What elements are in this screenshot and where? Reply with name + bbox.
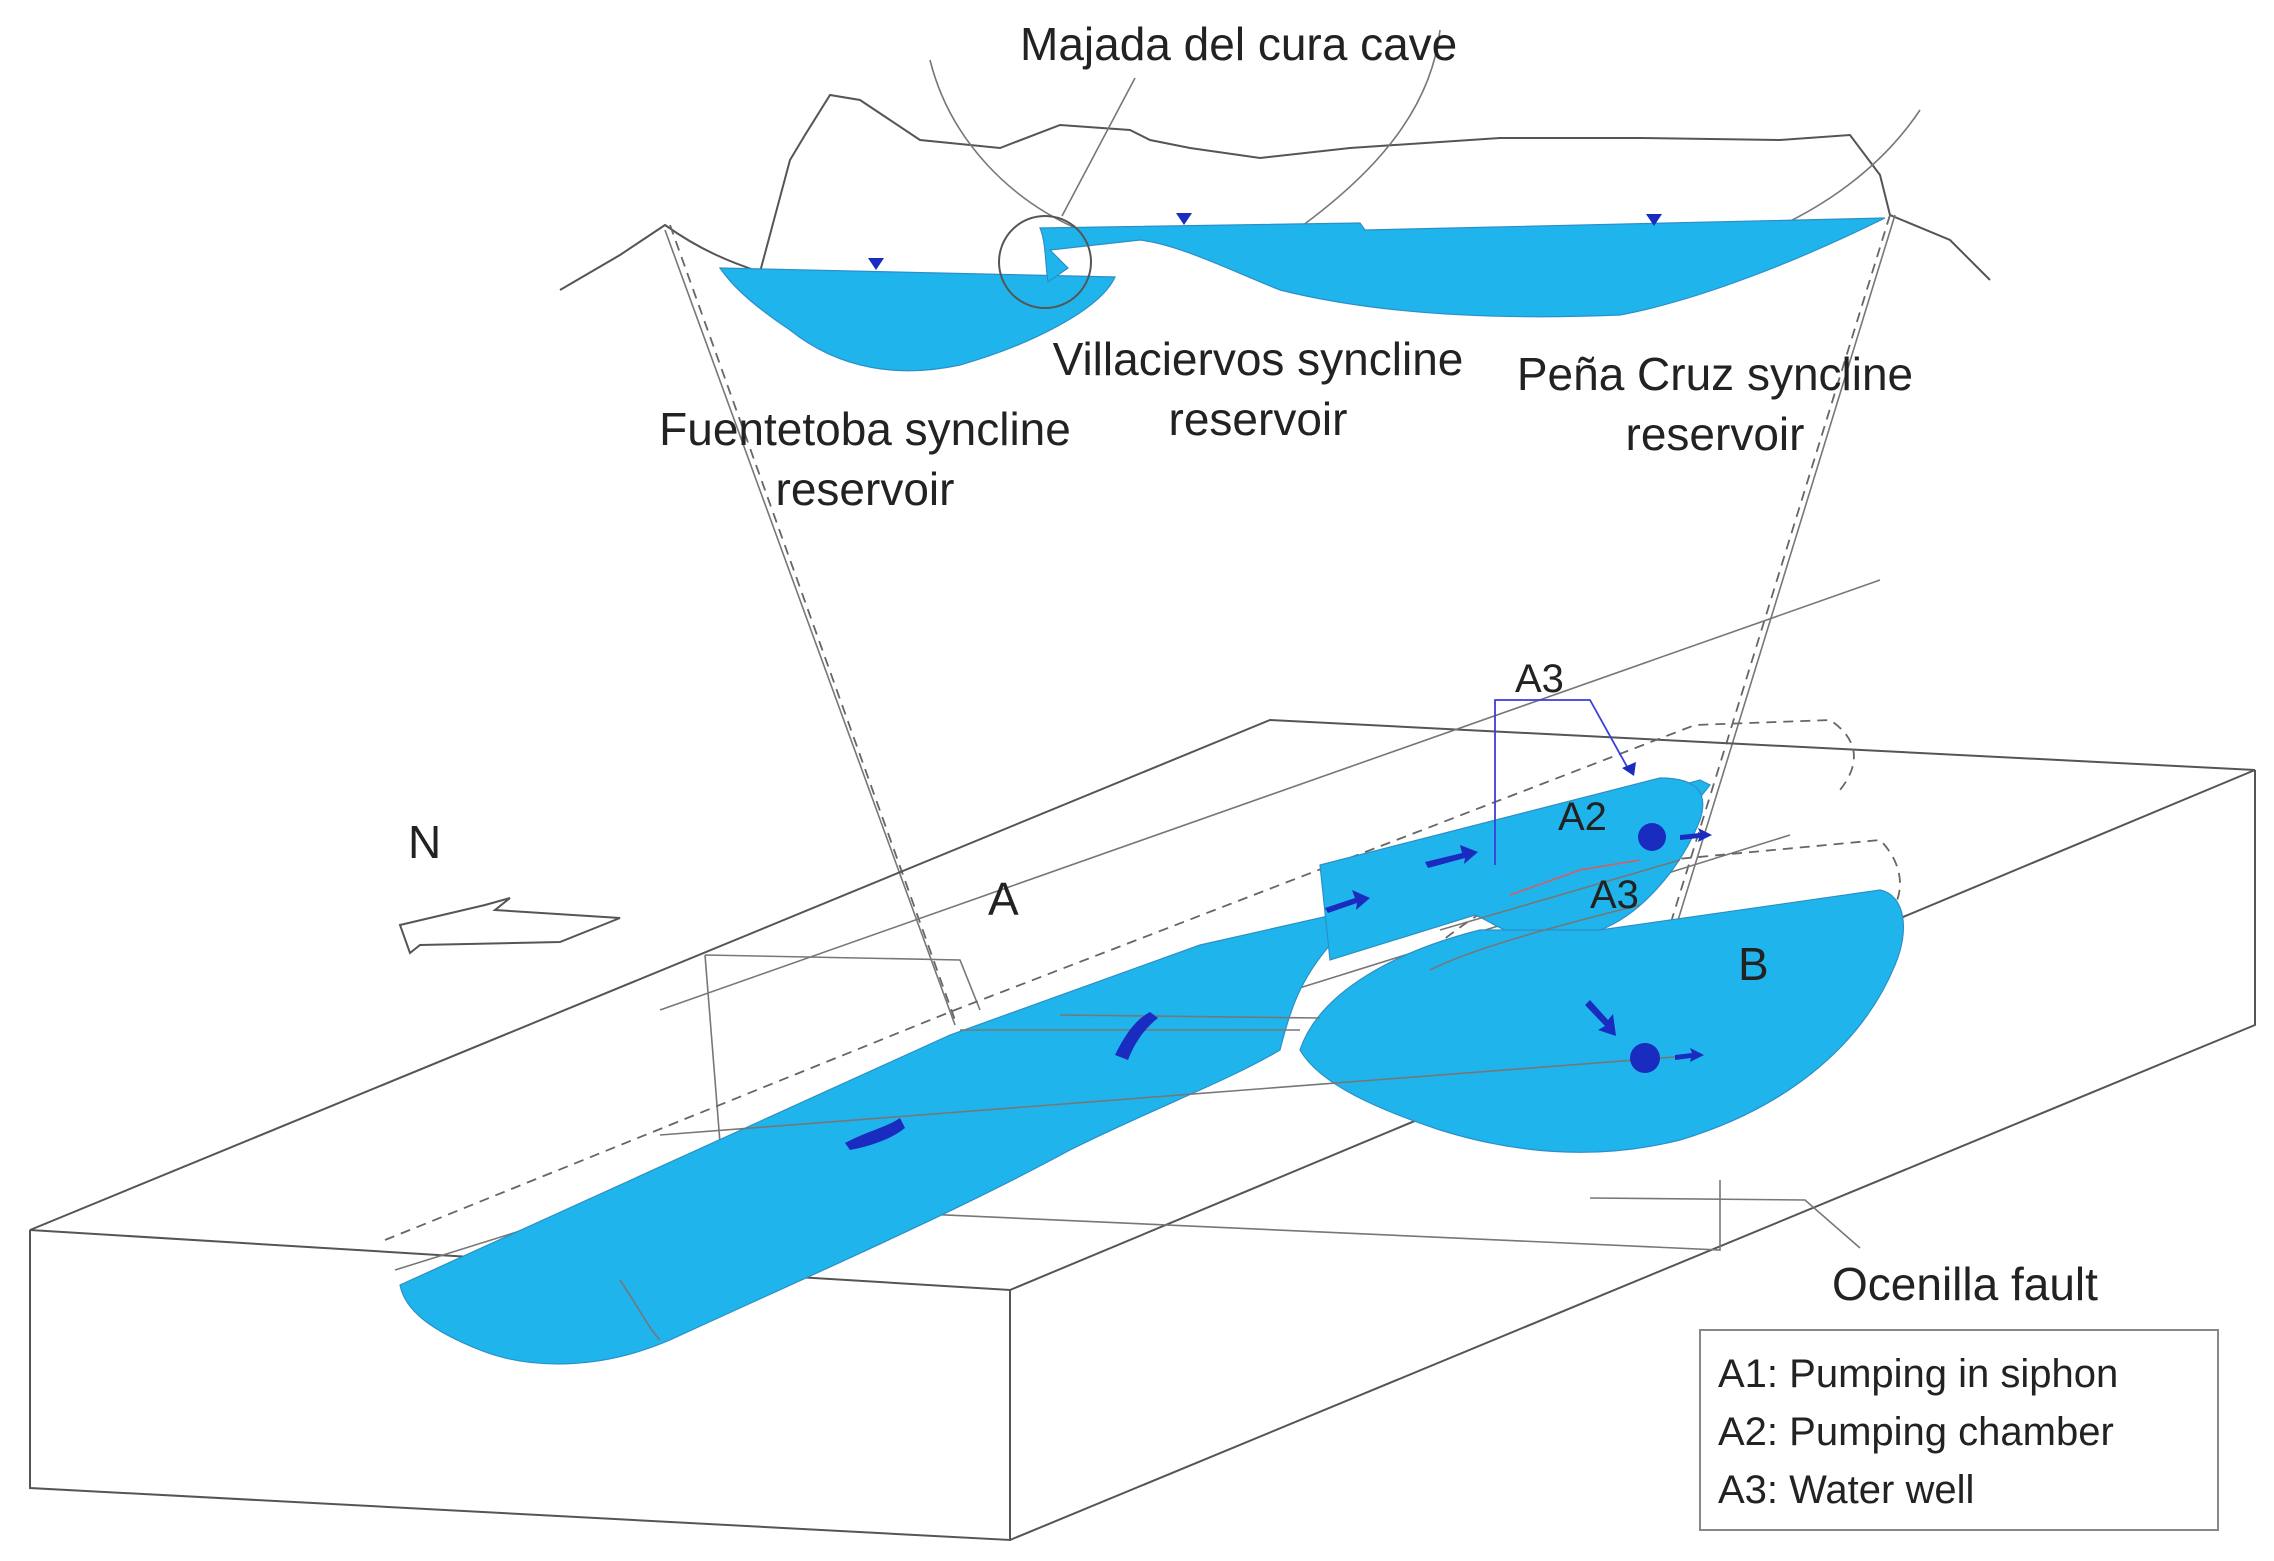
- legend-box: [1699, 1329, 2219, 1531]
- block-front-face: [29, 1230, 1011, 1542]
- a3-top-label: A3: [1515, 657, 1564, 701]
- flow-arrow: [1675, 1048, 1704, 1062]
- a2-mark-label: A2: [1558, 795, 1607, 839]
- flow-arrow: [1585, 1000, 1616, 1036]
- villaciervos-penacruz-reservoir: [1039, 217, 1886, 318]
- water-table-marker: [868, 258, 884, 270]
- terrain-arc-far: [1759, 109, 1921, 236]
- water-well-upper: [1638, 823, 1666, 851]
- villaciervos-label-line1: Villaciervos syncline: [1053, 333, 1464, 385]
- flow-arrow: [845, 1118, 905, 1150]
- labels: Majada del cura cave Villaciervos syncli…: [408, 18, 2098, 1310]
- penacruz-label-line2: reservoir: [1626, 408, 1805, 460]
- north-arrow: [398, 897, 621, 955]
- block-inner-step: [704, 954, 1721, 1251]
- projection-line: [669, 224, 956, 1021]
- water-contour: [1429, 904, 1641, 971]
- terrain-profile: [559, 93, 1991, 291]
- legend-item-a1: A1: Pumping in siphon: [1718, 1352, 2118, 1396]
- fuentetoba-label-line1: Fuentetoba syncline: [659, 403, 1071, 455]
- fuentetoba-reservoir: [718, 267, 1116, 372]
- block-inner-edge: [659, 579, 1881, 1011]
- water-contour: [1439, 859, 1681, 931]
- cave-label: Majada del cura cave: [1020, 18, 1457, 70]
- projection-line: [1649, 214, 1891, 991]
- projection-line: [1654, 214, 1896, 996]
- projection-line: [664, 229, 956, 1026]
- villaciervos-label-line2: reservoir: [1169, 393, 1348, 445]
- fault-label: Ocenilla fault: [1832, 1258, 2098, 1310]
- water-table-marker: [1176, 213, 1192, 225]
- water-well-lower: [1630, 1043, 1660, 1073]
- point-b-label: B: [1738, 938, 1769, 990]
- a1-indicator: [1509, 859, 1641, 896]
- water-contour: [619, 1279, 661, 1341]
- trough-outline: [384, 719, 1855, 1241]
- penacruz-label-line1: Peña Cruz syncline: [1517, 348, 1913, 400]
- cave-leader-line: [1061, 77, 1136, 217]
- block-side-face: [1009, 770, 2256, 1541]
- upper-lobe-water: [1319, 777, 1704, 961]
- flow-arrow: [1680, 828, 1712, 842]
- a3-bracket: [1494, 699, 1631, 865]
- flow-arrow: [1325, 890, 1370, 913]
- legend: A1: Pumping in siphon A2: Pumping chambe…: [1699, 1329, 2219, 1531]
- legend-item-a2: A2: Pumping chamber: [1718, 1410, 2114, 1454]
- a3-bracket-arrow: [1622, 762, 1636, 776]
- cave-location-circle: [998, 215, 1092, 309]
- fault-leader-line: [1589, 1197, 1861, 1249]
- cross-section: [559, 29, 1991, 372]
- block-diagram: [29, 579, 2256, 1542]
- flow-arrow: [1115, 1012, 1158, 1060]
- flow-arrows: [845, 828, 1712, 1150]
- a3-mark-label: A3: [1590, 873, 1639, 917]
- terrain-arc-left: [929, 59, 1081, 231]
- point-a-label: A: [988, 873, 1019, 925]
- fuentetoba-label-line2: reservoir: [776, 463, 955, 515]
- legend-item-a3: A3: Water well: [1718, 1468, 1974, 1512]
- north-label: N: [408, 816, 441, 868]
- water-contour: [1059, 1014, 1321, 1019]
- flow-arrow: [1425, 845, 1478, 868]
- water-contour: [659, 1054, 1701, 1136]
- water-table-marker: [1646, 214, 1662, 226]
